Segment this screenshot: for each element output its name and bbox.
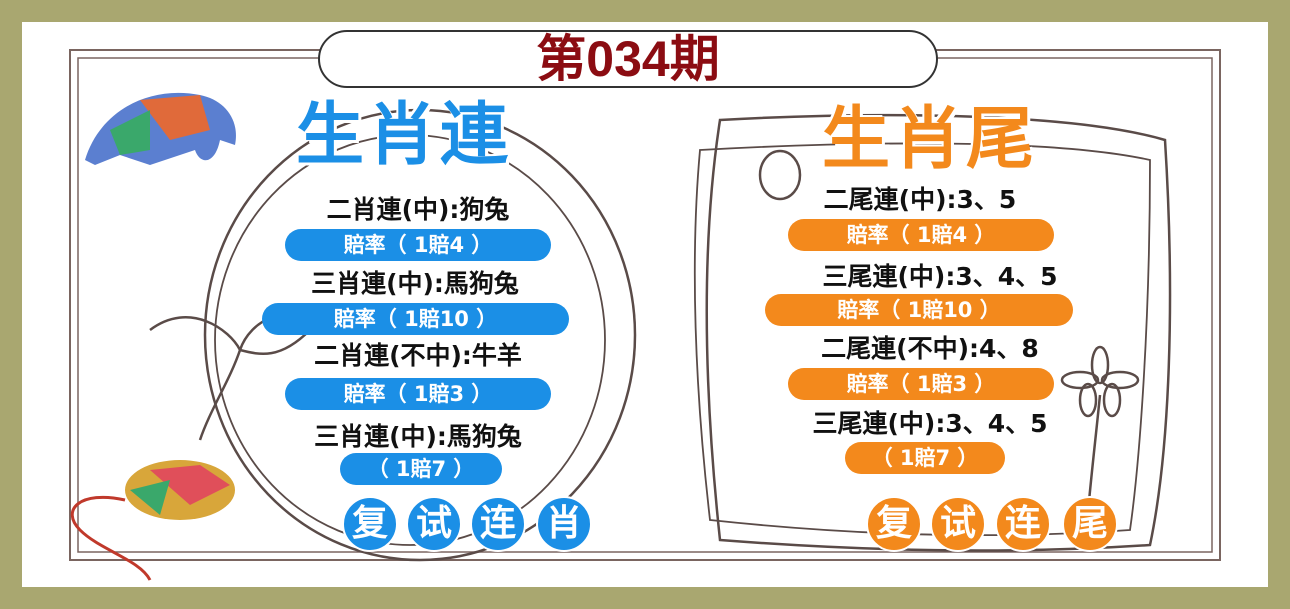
left-footer-char: 复 bbox=[342, 496, 398, 552]
right-row-4-text: 三尾連(中):3、4、5 bbox=[812, 409, 1048, 438]
right-footer-char: 连 bbox=[995, 496, 1051, 552]
issue-title: 第034期 bbox=[318, 30, 938, 88]
rat-tail-icon bbox=[70, 495, 152, 581]
right-row-3-odds: 賠率（ 1賠3 ） bbox=[788, 368, 1054, 400]
left-row-4-text: 三肖連(中):馬狗兔 bbox=[314, 422, 522, 451]
left-row-4-odds: （ 1賠7 ） bbox=[340, 453, 502, 485]
left-footer-char: 试 bbox=[406, 496, 462, 552]
right-row-2-odds: 賠率（ 1賠10 ） bbox=[765, 294, 1073, 326]
right-row-2-text: 三尾連(中):3、4、5 bbox=[822, 262, 1058, 291]
left-swirl-circle bbox=[203, 108, 637, 562]
monkey-icon bbox=[85, 92, 236, 165]
left-row-3-text: 二肖連(不中):牛羊 bbox=[314, 341, 522, 370]
right-footer-char: 复 bbox=[866, 496, 922, 552]
right-row-3-text: 二尾連(不中):4、8 bbox=[821, 334, 1039, 363]
left-heading: 生肖連 bbox=[296, 96, 513, 175]
face-doodle-icon bbox=[758, 149, 802, 201]
left-footer-char: 肖 bbox=[536, 496, 592, 552]
left-row-1-odds: 賠率（ 1賠4 ） bbox=[285, 229, 551, 261]
left-row-3-odds: 賠率（ 1賠3 ） bbox=[285, 378, 551, 410]
right-row-1-odds: 賠率（ 1賠4 ） bbox=[788, 219, 1054, 251]
right-footer-char: 试 bbox=[930, 496, 986, 552]
right-heading: 生肖尾 bbox=[822, 100, 1039, 179]
right-swirl-frame bbox=[705, 113, 1172, 552]
right-footer-char: 尾 bbox=[1062, 496, 1118, 552]
right-row-4-odds: （ 1賠7 ） bbox=[845, 442, 1005, 474]
left-row-2-text: 三肖連(中):馬狗兔 bbox=[311, 269, 519, 298]
left-row-2-odds: 賠率（ 1賠10 ） bbox=[262, 303, 569, 335]
right-row-1-text: 二尾連(中):3、5 bbox=[823, 185, 1017, 214]
left-footer-char: 连 bbox=[470, 496, 526, 552]
rat-icon bbox=[125, 460, 235, 520]
left-row-1-text: 二肖連(中):狗兔 bbox=[326, 195, 510, 224]
